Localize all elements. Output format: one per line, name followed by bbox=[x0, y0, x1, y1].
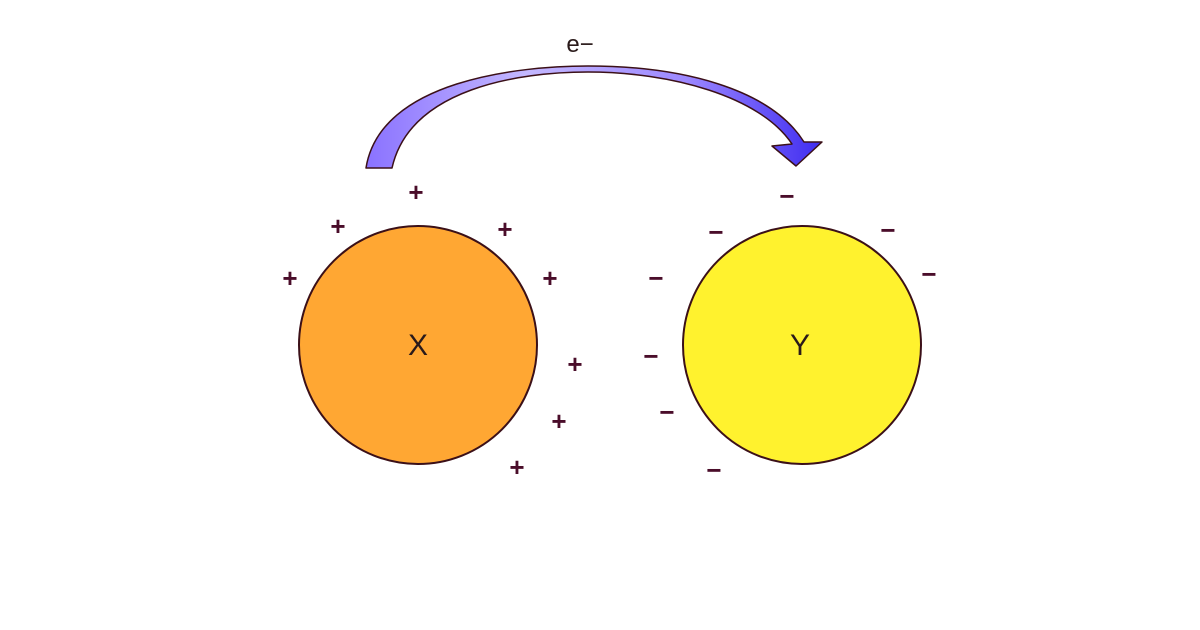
plus-charge-7: + bbox=[551, 406, 566, 436]
atom-x: X bbox=[298, 225, 538, 465]
minus-charge-3: − bbox=[880, 215, 895, 245]
electron-transfer-arrow bbox=[365, 65, 823, 169]
minus-charge-5: − bbox=[921, 259, 936, 289]
minus-charge-8: − bbox=[706, 455, 721, 485]
atom-y-label: Y bbox=[790, 329, 810, 362]
atom-y: Y bbox=[682, 225, 922, 465]
minus-charge-4: − bbox=[648, 263, 663, 293]
minus-charge-1: − bbox=[779, 181, 794, 211]
negative-charges: −−−−−−−− bbox=[643, 181, 936, 485]
positive-charges: ++++++++ bbox=[282, 177, 582, 482]
plus-charge-8: + bbox=[509, 452, 524, 482]
plus-charge-6: + bbox=[567, 349, 582, 379]
plus-charge-4: + bbox=[282, 263, 297, 293]
minus-charge-6: − bbox=[643, 341, 658, 371]
plus-charge-2: + bbox=[330, 211, 345, 241]
atom-y-circle bbox=[682, 225, 922, 465]
minus-charge-2: − bbox=[708, 217, 723, 247]
plus-charge-5: + bbox=[542, 263, 557, 293]
plus-charge-1: + bbox=[408, 177, 423, 207]
minus-charge-7: − bbox=[659, 397, 674, 427]
atom-x-label: X bbox=[408, 329, 428, 362]
atom-x-circle bbox=[298, 225, 538, 465]
plus-charge-3: + bbox=[497, 214, 512, 244]
electron-label: e− bbox=[566, 31, 593, 58]
